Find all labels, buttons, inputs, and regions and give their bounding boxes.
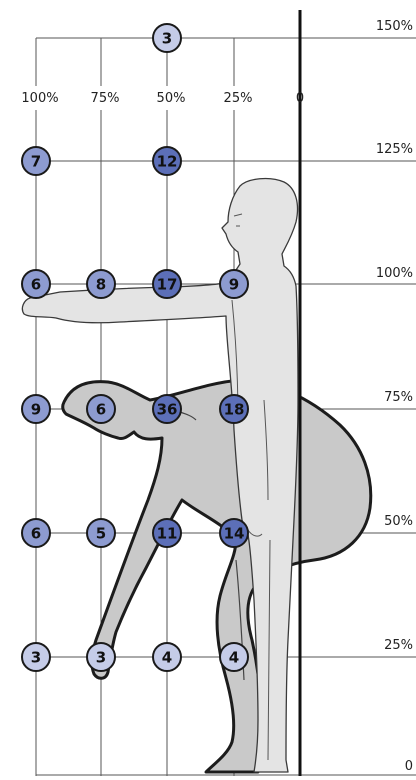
count-badge: 7 xyxy=(22,147,50,175)
count-badge: 9 xyxy=(22,395,50,423)
count-badge-value: 5 xyxy=(96,525,106,543)
count-badge-value: 6 xyxy=(31,276,41,294)
height-label-75: 75% xyxy=(384,390,413,405)
height-label-0: 0 xyxy=(405,759,413,774)
reach-label-25: 25% xyxy=(224,91,253,106)
count-badge-value: 18 xyxy=(224,401,245,419)
reach-label-100: 100% xyxy=(21,91,58,106)
count-badge: 3 xyxy=(153,24,181,52)
count-badge: 4 xyxy=(220,643,248,671)
count-badge: 5 xyxy=(87,519,115,547)
count-badge-value: 17 xyxy=(157,276,178,294)
count-badge-value: 9 xyxy=(229,276,239,294)
reach-label-0: 0 xyxy=(296,91,304,106)
count-badge: 6 xyxy=(87,395,115,423)
count-badge: 6 xyxy=(22,519,50,547)
count-badge-value: 36 xyxy=(157,401,178,419)
count-badge: 9 xyxy=(220,270,248,298)
count-badge: 8 xyxy=(87,270,115,298)
height-label-150: 150% xyxy=(376,19,413,34)
count-badge-value: 14 xyxy=(224,525,245,543)
count-badge-value: 6 xyxy=(96,401,106,419)
height-label-50: 50% xyxy=(384,514,413,529)
count-badge: 18 xyxy=(220,395,248,423)
count-badge: 14 xyxy=(220,519,248,547)
count-badge-value: 11 xyxy=(157,525,178,543)
count-badge-value: 8 xyxy=(96,276,106,294)
count-badge: 11 xyxy=(153,519,181,547)
count-badge: 17 xyxy=(153,270,181,298)
count-badge: 6 xyxy=(22,270,50,298)
count-badge-value: 3 xyxy=(162,30,172,48)
count-badge-value: 4 xyxy=(229,649,239,667)
count-badge: 12 xyxy=(153,147,181,175)
count-badge-value: 3 xyxy=(31,649,41,667)
height-label-125: 125% xyxy=(376,142,413,157)
reach-label-75: 75% xyxy=(91,91,120,106)
count-badge-value: 4 xyxy=(162,649,172,667)
count-badge: 3 xyxy=(22,643,50,671)
bending-figure-body xyxy=(63,381,371,772)
count-badge-value: 7 xyxy=(31,153,41,171)
count-badge: 3 xyxy=(87,643,115,671)
bending-figure xyxy=(63,381,371,772)
height-label-100: 100% xyxy=(376,266,413,281)
count-badge-value: 6 xyxy=(31,525,41,543)
height-label-25: 25% xyxy=(384,638,413,653)
count-badge-value: 12 xyxy=(157,153,178,171)
reach-label-50: 50% xyxy=(157,91,186,106)
count-badge-value: 9 xyxy=(31,401,41,419)
count-badge-value: 3 xyxy=(96,649,106,667)
count-badge: 4 xyxy=(153,643,181,671)
count-badge: 36 xyxy=(153,395,181,423)
